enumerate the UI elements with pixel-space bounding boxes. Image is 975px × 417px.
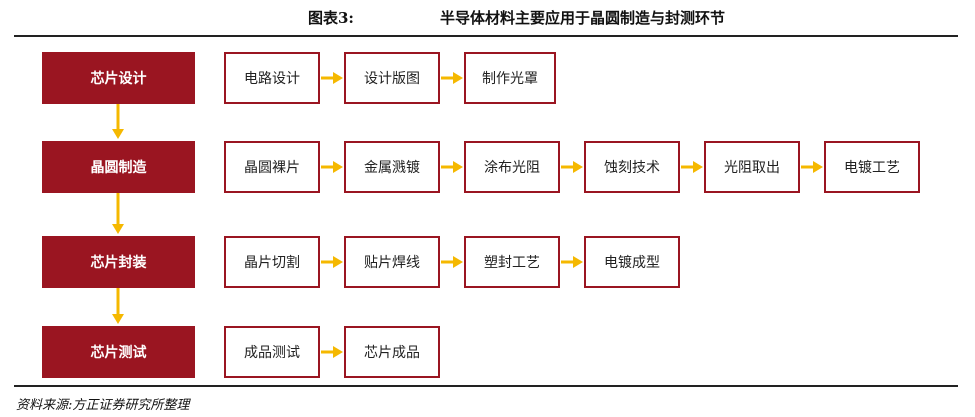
bottom-rule bbox=[14, 385, 958, 387]
top-rule bbox=[14, 35, 958, 37]
arrow-head bbox=[112, 224, 124, 234]
step-box: 电路设计 bbox=[224, 52, 320, 104]
stage-chip-design: 芯片设计 bbox=[42, 52, 195, 104]
arrow-head bbox=[112, 129, 124, 139]
step-box: 制作光罩 bbox=[464, 52, 556, 104]
figure-title: 图表3: 半导体材料主要应用于晶圆制造与封测环节 bbox=[0, 3, 975, 27]
step-box: 电镀工艺 bbox=[824, 141, 920, 193]
step-box: 塑封工艺 bbox=[464, 236, 560, 288]
arrow-head bbox=[573, 256, 583, 268]
arrow-head bbox=[333, 72, 343, 84]
step-box: 贴片焊线 bbox=[344, 236, 440, 288]
arrow-head bbox=[453, 161, 463, 173]
arrow-head bbox=[693, 161, 703, 173]
stage-chip-packaging: 芯片封装 bbox=[42, 236, 195, 288]
arrow-head bbox=[453, 256, 463, 268]
figure-title-text: 半导体材料主要应用于晶圆制造与封测环节 bbox=[440, 9, 726, 27]
arrow-head bbox=[112, 314, 124, 324]
step-box: 晶片切割 bbox=[224, 236, 320, 288]
arrow-head bbox=[453, 72, 463, 84]
arrow-head bbox=[573, 161, 583, 173]
step-box: 蚀刻技术 bbox=[584, 141, 680, 193]
step-box: 金属溅镀 bbox=[344, 141, 440, 193]
step-box: 晶圆裸片 bbox=[224, 141, 320, 193]
stage-wafer-fab: 晶圆制造 bbox=[42, 141, 195, 193]
source-note: 资料来源:方正证券研究所整理 bbox=[16, 398, 190, 413]
arrow-head bbox=[333, 256, 343, 268]
step-box: 成品测试 bbox=[224, 326, 320, 378]
step-box: 光阻取出 bbox=[704, 141, 800, 193]
arrow-head bbox=[813, 161, 823, 173]
step-box: 电镀成型 bbox=[584, 236, 680, 288]
stage-chip-testing: 芯片测试 bbox=[42, 326, 195, 378]
arrow-head bbox=[333, 161, 343, 173]
figure-label: 图表3: bbox=[308, 9, 354, 27]
step-box: 设计版图 bbox=[344, 52, 440, 104]
arrow-head bbox=[333, 346, 343, 358]
step-box: 芯片成品 bbox=[344, 326, 440, 378]
step-box: 涂布光阻 bbox=[464, 141, 560, 193]
